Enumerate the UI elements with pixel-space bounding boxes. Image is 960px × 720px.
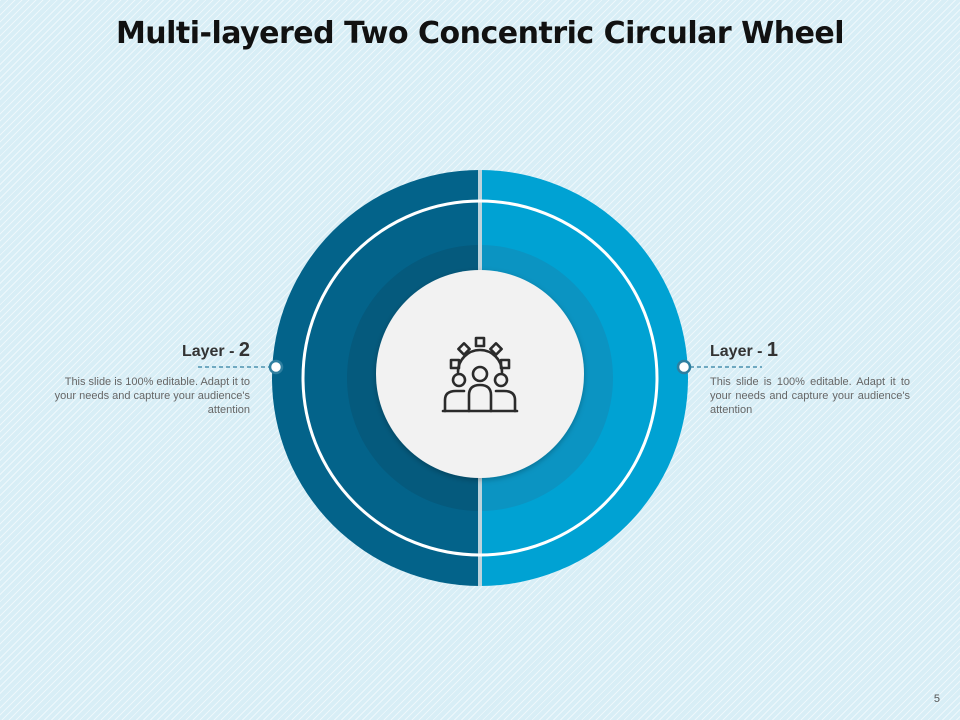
layer-2-description: This slide is 100% editable. Adapt it to… — [54, 376, 250, 416]
layer-1-number: 1 — [766, 339, 779, 361]
layer-2-label: Layer - 2 — [182, 339, 250, 362]
layer-2-connector-dot — [268, 359, 284, 375]
layer-2-number: 2 — [238, 339, 250, 361]
page-number: 5 — [933, 693, 940, 705]
layer-2-label-prefix: Layer - — [181, 343, 239, 360]
layer-1-label: Layer - 1 — [710, 339, 778, 362]
layer-1-connector-dot — [676, 359, 692, 375]
layer-1-description: This slide is 100% editable. Adapt it to… — [710, 376, 910, 416]
layer-1-label-prefix: Layer - — [710, 343, 767, 360]
page-title: Multi-layered Two Concentric Circular Wh… — [115, 16, 845, 51]
team-gear-icon — [441, 336, 519, 413]
white-ring — [301, 199, 659, 557]
center-circle — [376, 270, 584, 478]
